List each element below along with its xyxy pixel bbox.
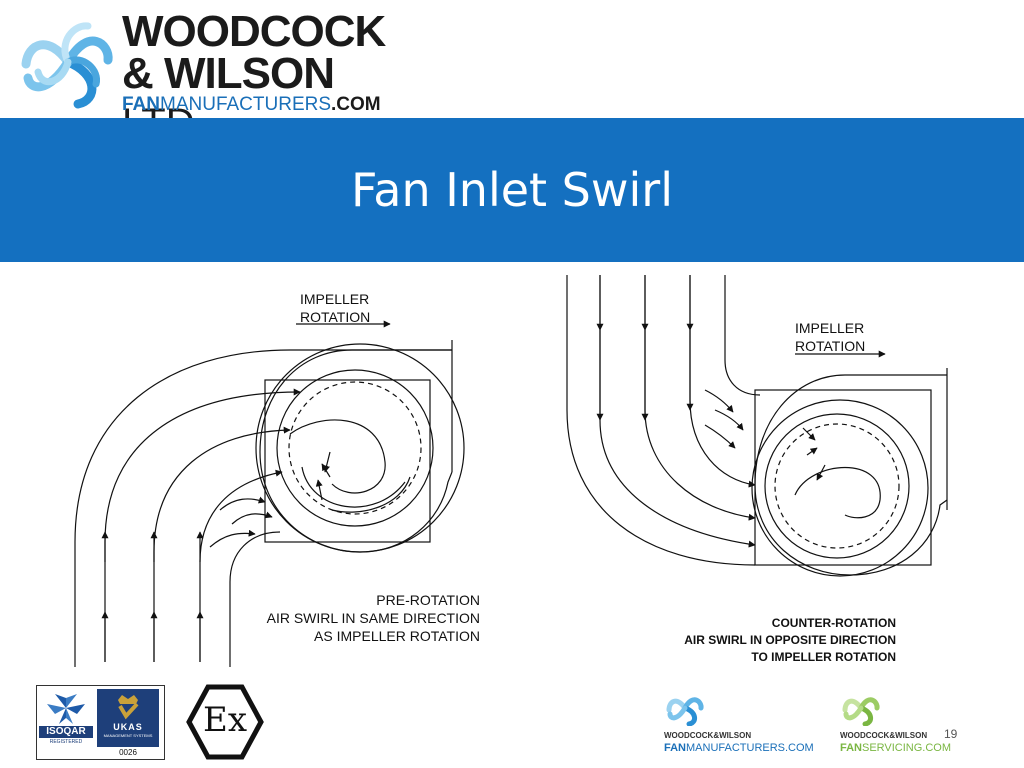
counter-rotation-diagram (566, 275, 948, 577)
duct-outer-wall (74, 349, 452, 667)
footer-logo1-name: WOODCOCK&WILSON (664, 731, 752, 740)
isoqar-sub-label: REGISTERED (49, 739, 83, 745)
duct-outer-wall (566, 275, 756, 566)
fan-swirl-logo-icon (666, 697, 704, 726)
pre-rotation-diagram (74, 320, 465, 667)
footer-logo-fanservicing: WOODCOCK&WILSON FANSERVICING.COM (840, 690, 952, 756)
ex-hexagon-icon (186, 684, 264, 760)
slide-title: Fan Inlet Swirl (351, 163, 673, 217)
logo-website: FANMANUFACTURERS.COM (122, 94, 381, 115)
footer-logo1-web: FANMANUFACTURERS.COM (664, 742, 814, 754)
ukas-badge (97, 689, 159, 747)
ukas-sub-label: MANAGEMENT SYSTEMS (103, 733, 153, 738)
isoqar-label: ISOQAR (39, 726, 93, 738)
fan-casing-outline (259, 349, 453, 553)
company-logo: WOODCOCK & WILSON LTD FANMANUFACTURERS.C… (0, 0, 390, 145)
ex-symbol-text: Ex (203, 700, 247, 740)
impeller-dashed-circle (774, 423, 900, 549)
counter-rotation-caption: COUNTER-ROTATION AIR SWIRL IN OPPOSITE D… (684, 616, 896, 664)
footer-logo2-name: WOODCOCK&WILSON (840, 731, 928, 740)
footer-logo2-web: FANSERVICING.COM (840, 742, 952, 754)
isoqar-logo-icon (47, 694, 85, 724)
duct-inner-wall (724, 275, 761, 396)
title-band: Fan Inlet Swirl (0, 118, 1024, 262)
ex-atex-symbol: Ex (186, 684, 264, 760)
certification-badges: ISOQAR REGISTERED UKAS MANAGEMENT SYSTEM… (36, 685, 165, 760)
duct-inner-wall (229, 531, 281, 667)
crown-tick-icon (118, 695, 139, 720)
ukas-label: UKAS (113, 722, 143, 732)
impeller-outer-circle (751, 399, 929, 577)
page-number: 19 (944, 727, 958, 741)
right-impeller-rotation-label: IMPELLER ROTATION (795, 320, 866, 354)
fan-swirl-logo-icon (21, 22, 113, 109)
footer-logo-fanmanufacturers: WOODCOCK&WILSON FANMANUFACTURERS.COM (664, 690, 814, 756)
impeller-dashed-circle (288, 381, 422, 515)
logo-name-line1: WOODCOCK (122, 7, 386, 56)
fan-casing-outline (754, 374, 948, 576)
pre-rotation-caption: PRE-ROTATION AIR SWIRL IN SAME DIRECTION… (266, 592, 480, 644)
fan-swirl-green-icon (842, 697, 880, 726)
left-impeller-rotation-label: IMPELLER ROTATION (300, 291, 371, 325)
ukas-number: 0026 (119, 748, 137, 757)
impeller-outer-circle (255, 343, 465, 553)
